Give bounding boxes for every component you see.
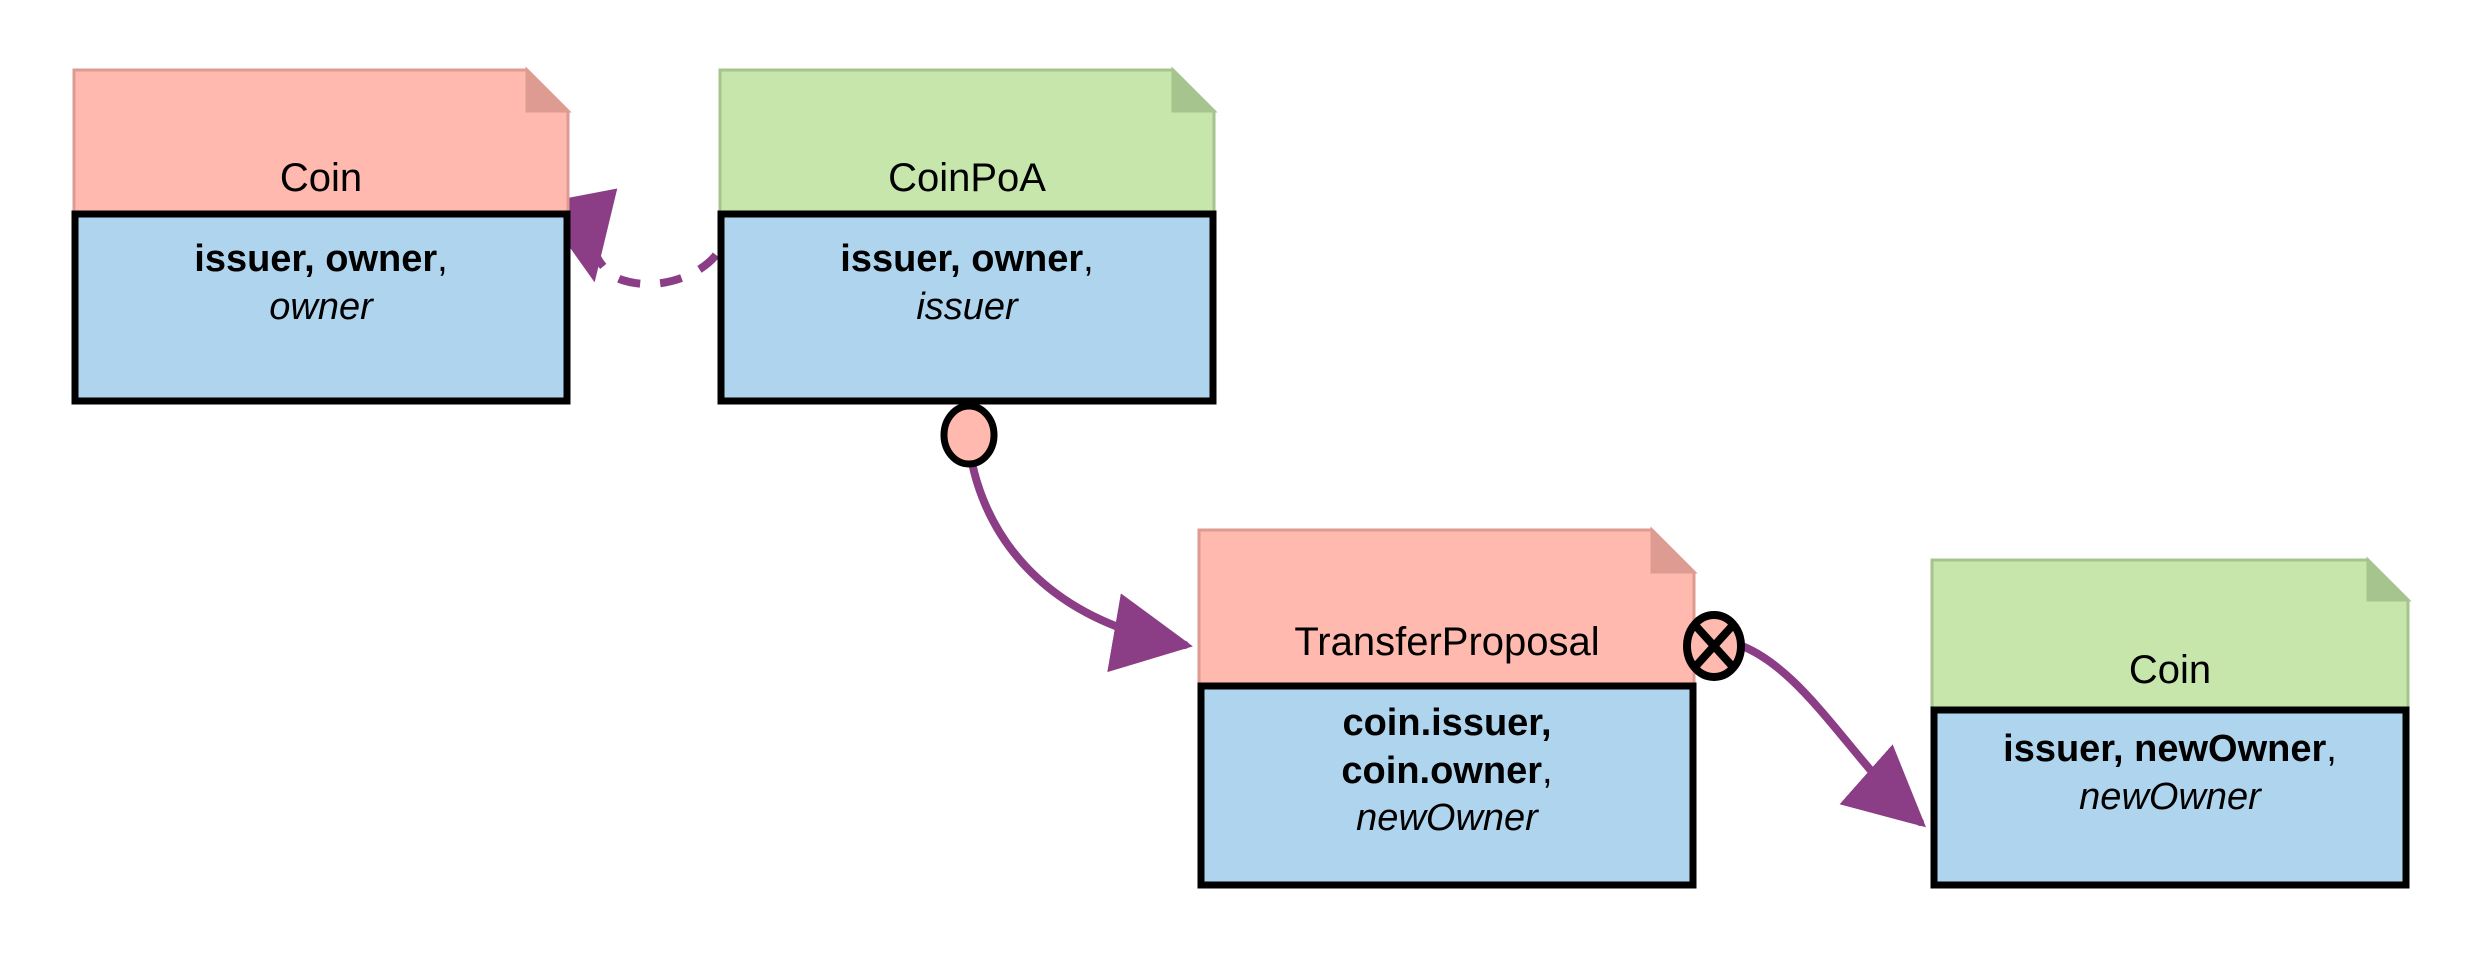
note-coin-left-title: Coin <box>279 156 363 200</box>
note-coin-left-body-line-2: owner <box>269 285 373 328</box>
note-coin-right[interactable]: Coin issuer, newOwner, newOwner <box>1930 556 2412 890</box>
connector-coinpoa-to-coin <box>538 188 720 288</box>
note-transfer-proposal-shape <box>1197 526 1698 889</box>
note-transfer-proposal-body-line-3: newOwner <box>1356 797 1538 839</box>
connector-coinpoa-to-transferproposal <box>964 434 1193 673</box>
note-coin-right-body-line-1: issuer, newOwner, <box>2003 728 2337 770</box>
note-transfer-proposal-body: coin.issuer, coin.owner, newOwner <box>1197 700 1697 843</box>
note-transfer-proposal-title: TransferProposal <box>1294 620 1600 664</box>
note-coin-right-title: Coin <box>2128 648 2212 692</box>
note-coinpoa-body-line-1: issuer, owner, <box>840 238 1094 280</box>
note-coin-right-body: issuer, newOwner, newOwner <box>1930 726 2410 821</box>
note-coinpoa-title: CoinPoA <box>888 156 1046 200</box>
note-coin-right-body-line-2: newOwner <box>2079 775 2261 818</box>
note-coin-right-shape <box>1930 556 2412 889</box>
note-coin-left-body: issuer, owner, owner <box>72 236 570 331</box>
note-coinpoa-body-line-2: issuer <box>916 285 1018 328</box>
note-coin-left-shape <box>71 66 572 405</box>
circled-x-icon[interactable] <box>1678 608 1750 684</box>
note-coinpoa[interactable]: CoinPoA issuer, owner, issuer <box>717 66 1218 405</box>
note-transfer-proposal-body-line-1: coin.issuer, <box>1342 702 1552 744</box>
oval-icon[interactable] <box>938 402 1000 468</box>
note-coin-left[interactable]: Coin issuer, owner, owner <box>71 66 572 405</box>
note-coinpoa-body: issuer, owner, issuer <box>718 236 1216 331</box>
connector-transferproposal-to-coin <box>1726 638 1926 828</box>
note-coinpoa-shape <box>717 66 1218 405</box>
note-transfer-proposal[interactable]: TransferProposal coin.issuer, coin.owner… <box>1197 526 1698 890</box>
note-transfer-proposal-body-line-2: coin.owner, <box>1341 749 1553 792</box>
note-coin-left-body-line-1: issuer, owner, <box>194 238 448 280</box>
